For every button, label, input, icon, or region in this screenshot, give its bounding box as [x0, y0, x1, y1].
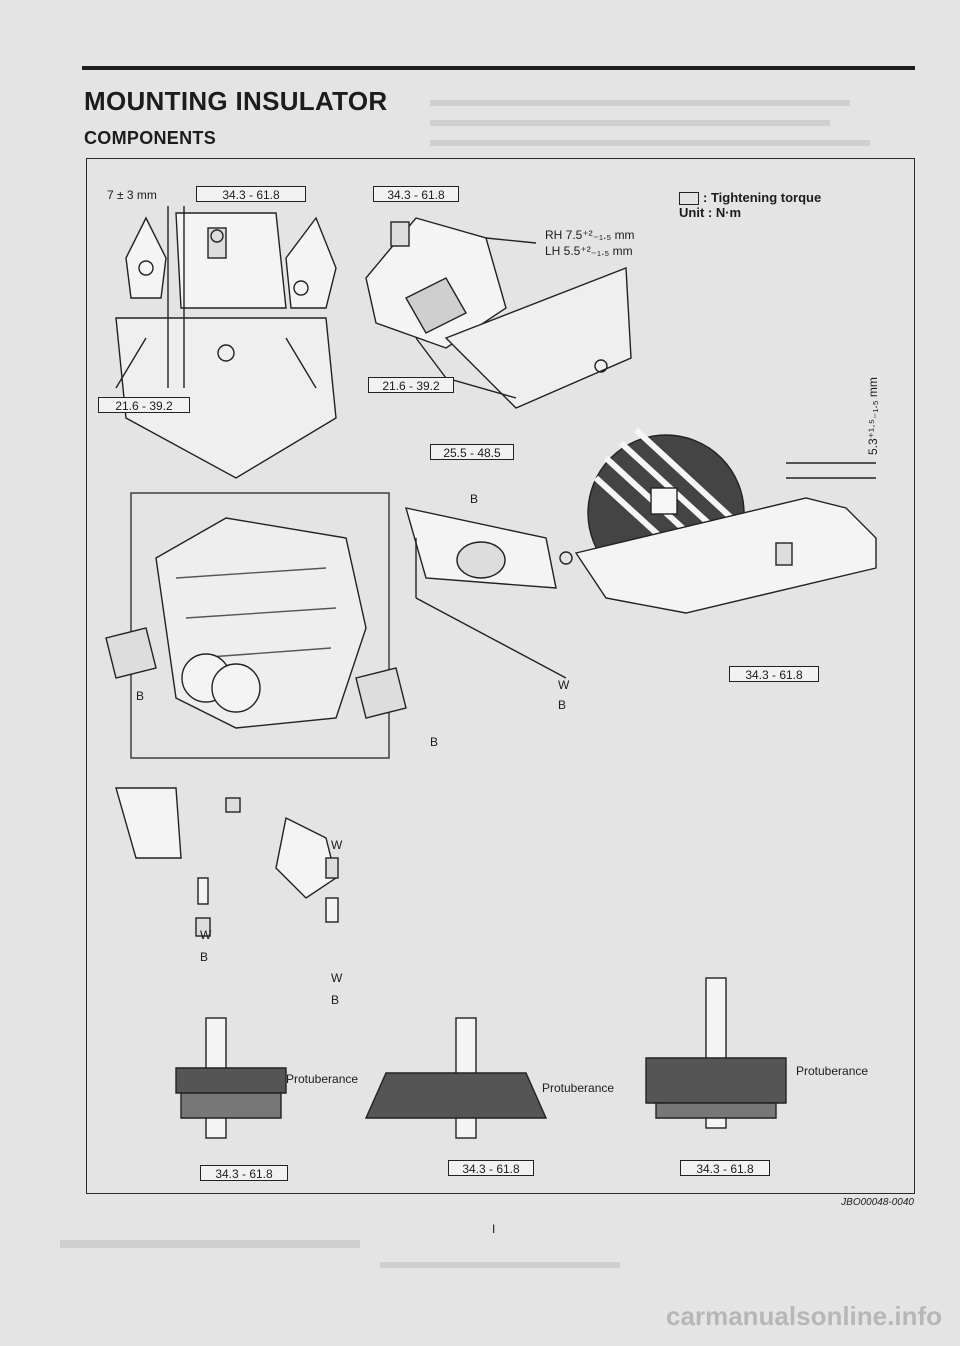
section-subtitle: COMPONENTS	[84, 128, 217, 148]
torque-spec-middle-lower: 21.6 - 39.2	[368, 377, 454, 393]
callout-w: W	[200, 928, 212, 942]
callout-b: B	[200, 950, 209, 964]
dimension-lh: LH 5.5⁺²₋₁.₅ mm	[545, 244, 633, 258]
dimension-gap: 7 ± 3 mm	[107, 188, 157, 202]
figure-code: JBO00048-0040	[841, 1197, 914, 1208]
section-middle-drawing	[364, 1017, 548, 1139]
rear-mount-drawing	[405, 507, 573, 679]
torque-spec-right-bracket: 34.3 - 61.8	[729, 666, 819, 682]
callout-w: W	[331, 971, 343, 985]
callout-b: B	[558, 698, 567, 712]
watermark: carmanualsonline.info	[666, 1301, 942, 1331]
torque-spec-bottom-middle: 34.3 - 61.8	[448, 1160, 534, 1176]
exploded-bolts-drawing	[115, 787, 339, 937]
section-left-drawing	[175, 1017, 287, 1139]
legend-box-icon	[679, 192, 699, 206]
legend-unit: Unit : N·m	[679, 205, 742, 221]
callout-b: B	[331, 993, 340, 1007]
callout-b: B	[430, 735, 439, 749]
callout-b: B	[136, 689, 145, 703]
legend-label: : Tightening torque	[703, 190, 822, 205]
torque-spec-top-left: 34.3 - 61.8	[196, 186, 306, 202]
dimension-rh: RH 7.5⁺²₋₁.₅ mm	[545, 228, 635, 242]
front-mount-right-drawing	[365, 217, 632, 409]
protuberance-label-middle: Protuberance	[542, 1081, 615, 1095]
torque-spec-left-lower: 21.6 - 39.2	[98, 397, 190, 413]
protuberance-label-left: Protuberance	[286, 1072, 359, 1086]
callout-w: W	[331, 838, 343, 852]
mounting-insulator-diagram	[105, 206, 877, 1139]
callout-w: W	[558, 678, 570, 692]
protuberance-label-right: Protuberance	[796, 1064, 869, 1078]
figure-frame	[86, 158, 915, 1194]
detail-circle-drawing	[574, 427, 877, 614]
dimension-vertical: 5.3⁺¹·⁵₋₁.₅ mm	[866, 377, 880, 455]
page-marker: I	[492, 1222, 496, 1236]
torque-legend: : Tightening torque Unit : N·m	[679, 190, 821, 220]
torque-spec-rear-mount: 25.5 - 48.5	[430, 444, 514, 460]
section-right-drawing	[645, 977, 787, 1129]
torque-spec-top-middle: 34.3 - 61.8	[373, 186, 459, 202]
front-mount-left-drawing	[115, 206, 337, 479]
header-rule	[82, 66, 915, 70]
torque-spec-bottom-right: 34.3 - 61.8	[680, 1160, 770, 1176]
engine-drawing	[105, 517, 407, 729]
page-title: MOUNTING INSULATOR	[84, 86, 388, 116]
torque-spec-bottom-left: 34.3 - 61.8	[200, 1165, 288, 1181]
callout-b: B	[470, 492, 479, 506]
